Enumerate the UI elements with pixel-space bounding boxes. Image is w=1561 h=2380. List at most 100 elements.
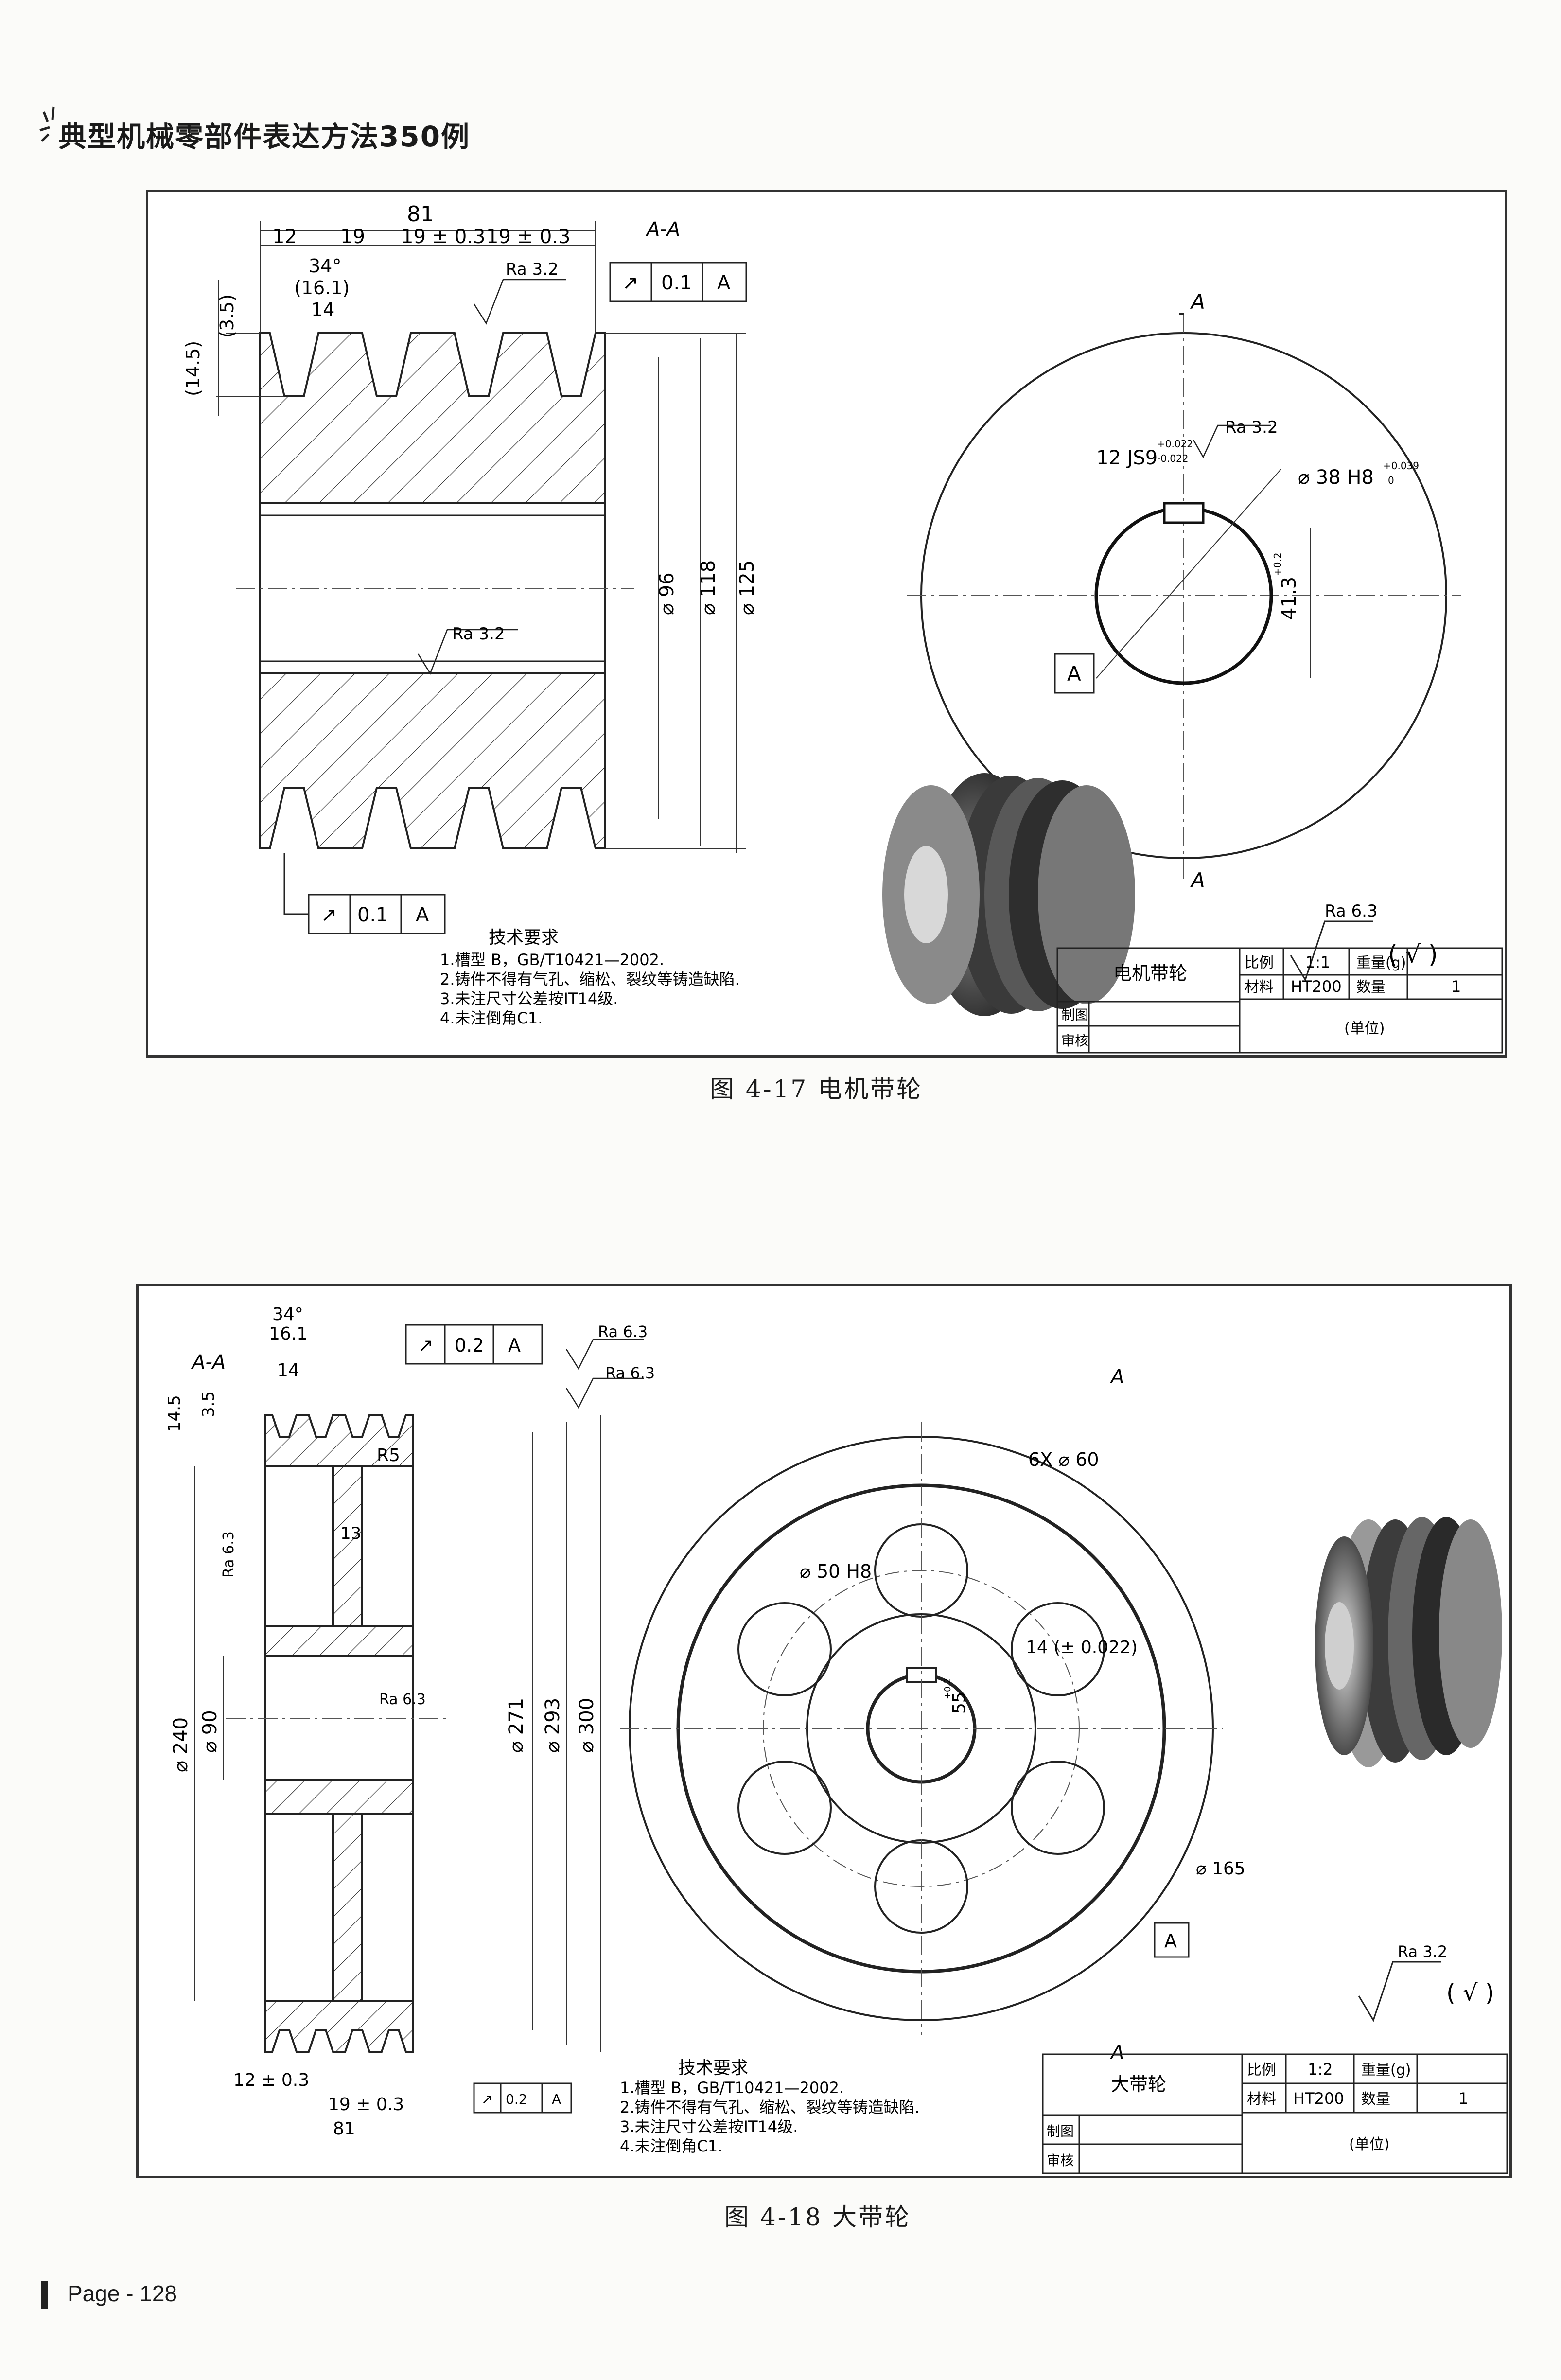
tolerance-symbol-b: ↗ — [321, 904, 337, 926]
pcd-dim: ⌀ 165 — [1196, 1859, 1245, 1879]
datum-label-2: A — [1164, 1930, 1177, 1952]
dim-r5: R5 — [377, 1446, 400, 1465]
dim-19-2: 19 ± 0.3 — [328, 2095, 404, 2115]
depth-dim: 41.3 — [1278, 577, 1300, 620]
top-dimensions-1 — [216, 221, 596, 416]
tb-weight-label: 重量(g) — [1356, 954, 1406, 971]
tb2-unit: (单位) — [1349, 2136, 1389, 2153]
dim-12: 12 — [272, 226, 297, 248]
keyway-tol-lo: -0.022 — [1157, 453, 1188, 464]
spark-icon — [39, 106, 55, 142]
tb-material-label: 材料 — [1245, 979, 1274, 996]
view-label-bottom: A — [1190, 868, 1205, 892]
dim-14-5-2: 14.5 — [165, 1395, 184, 1432]
view-label-top-2: A — [1109, 1366, 1124, 1388]
roughness-2-r1: Ra 6.3 — [598, 1322, 648, 1341]
tolerance-frame-bottom-2 — [473, 2082, 572, 2114]
keyway-tol-up: +0.022 — [1157, 438, 1193, 450]
title-block-2 — [1042, 2053, 1508, 2174]
tolerance-value: 0.1 — [661, 272, 692, 294]
drawing-2: A-A 34° 16.1 14 3.5 14.5 R5 13 ⌀ 240 ⌀ 9… — [165, 1305, 1508, 2174]
tolerance-value-2b: 0.2 — [506, 2091, 527, 2107]
dim-dia293: ⌀ 293 — [542, 1698, 564, 1753]
book-title: 典型机械零部件表达方法350例 — [58, 120, 471, 153]
view-label-top: A — [1190, 290, 1205, 314]
tb2-material-label: 材料 — [1247, 2091, 1276, 2108]
tolerance-symbol: ↗ — [622, 272, 639, 294]
datum-box — [1054, 653, 1095, 694]
diameter-dims-1 — [605, 333, 746, 853]
dim-12-2: 12 ± 0.3 — [233, 2070, 309, 2090]
depth-tol-up: +0.2 — [1272, 552, 1283, 576]
keyway-dim: 12 JS9 — [1096, 447, 1158, 469]
tolerance-datum-2: A — [508, 1335, 521, 1356]
note-2-1: 1.槽型 B，GB/T10421—2002. — [620, 2079, 844, 2097]
datum-label: A — [1067, 662, 1081, 686]
tb-name: 电机带轮 — [1113, 963, 1187, 984]
roughness-r3: Ra 3.2 — [1225, 418, 1278, 437]
tb-qty: 1 — [1451, 977, 1461, 996]
bore-dim: ⌀ 38 H8 — [1298, 466, 1374, 489]
dim-14-2: 14 — [277, 1360, 299, 1380]
tb-drawn-label: 制图 — [1061, 1007, 1088, 1023]
roughness-mark-3 — [1193, 424, 1271, 458]
note-2: 2.铸件不得有气孔、缩松、裂纹等铸造缺陷. — [440, 970, 740, 988]
tb2-material: HT200 — [1293, 2089, 1344, 2108]
pulley-3d-image-2 — [1315, 1517, 1502, 1767]
dim-16-1: (16.1) — [294, 277, 350, 299]
roughness-2-r3: Ra 6.3 — [220, 1531, 237, 1578]
roughness-2-r4: Ra 6.3 — [379, 1691, 426, 1708]
tolerance-frame-top-1 — [609, 262, 747, 302]
view-label-bottom-2: A — [1109, 2042, 1124, 2064]
drawing-sheet-1: 81 12 19 19 ± 0.3 19 ± 0.3 34° (16.1) 14… — [146, 190, 1507, 1058]
roughness-parens-2: ( √ ) — [1446, 1979, 1494, 2007]
dim-3-5-2: 3.5 — [199, 1391, 218, 1417]
roughness-r2: Ra 3.2 — [452, 624, 505, 644]
datum-box-2 — [1154, 1922, 1190, 1958]
note-2-4: 4.未注倒角C1. — [620, 2137, 722, 2155]
roughness-symbols-1 — [417, 279, 566, 675]
page-marker — [41, 2281, 48, 2309]
roughness-general: Ra 6.3 — [1325, 901, 1378, 921]
roughness-general-2: Ra 3.2 — [1398, 1942, 1447, 1961]
depth-tol-up-2: +0.2 — [943, 1678, 953, 1699]
dim-dia90: ⌀ 90 — [199, 1710, 221, 1753]
dim-dia240: ⌀ 240 — [170, 1717, 192, 1772]
dim-dia300: ⌀ 300 — [576, 1698, 598, 1753]
page-number-text: Page - 128 — [68, 2281, 177, 2306]
dim-angle: 34° — [309, 255, 341, 277]
dim-14: 14 — [311, 299, 334, 320]
dim-13: 13 — [340, 1524, 361, 1543]
tb2-weight-label: 重量(g) — [1361, 2062, 1411, 2079]
dim-19: 19 — [340, 226, 365, 248]
note-1: 1.槽型 B，GB/T10421—2002. — [440, 951, 664, 969]
section-view-1 — [259, 332, 606, 849]
keyway-dim-2: 14 (± 0.022) — [1026, 1638, 1138, 1657]
bore-tol-lo: 0 — [1388, 475, 1394, 486]
tolerance-datum-b: A — [416, 904, 429, 926]
notes-heading-2: 技术要求 — [678, 2058, 748, 2078]
drawing-1: 81 12 19 19 ± 0.3 19 ± 0.3 34° (16.1) 14… — [182, 202, 1503, 1054]
tolerance-frame-bottom-1 — [283, 853, 446, 934]
tb-unit: (单位) — [1344, 1020, 1385, 1037]
tb-qty-label: 数量 — [1356, 979, 1386, 996]
tb-material: HT200 — [1291, 977, 1342, 996]
section-view-2 — [264, 1414, 414, 2053]
end-view-2 — [620, 1422, 1223, 2035]
dim-14-5: (14.5) — [182, 341, 204, 396]
tb2-name: 大带轮 — [1111, 2074, 1166, 2095]
depth-dim-2: 55 — [949, 1692, 969, 1714]
dim-overall-2: 81 — [333, 2119, 355, 2139]
roughness-parens: ( √ ) — [1388, 940, 1438, 969]
section-label-1: A-A — [645, 218, 680, 241]
tb2-drawn-label: 制图 — [1047, 2123, 1074, 2139]
roughness-r1: Ra 3.2 — [506, 260, 559, 279]
dim-19b: 19 ± 0.3 — [486, 226, 570, 248]
figure-caption-1: 图 4-17 电机带轮 — [710, 1075, 923, 1103]
tolerance-symbol-2: ↗ — [418, 1335, 434, 1356]
tb2-scale-label: 比例 — [1247, 2062, 1276, 2079]
tb2-qty: 1 — [1458, 2089, 1468, 2108]
section-label-2: A-A — [191, 1351, 226, 1374]
dim-3-5: (3.5) — [216, 294, 238, 338]
general-roughness-mark — [1290, 920, 1373, 982]
